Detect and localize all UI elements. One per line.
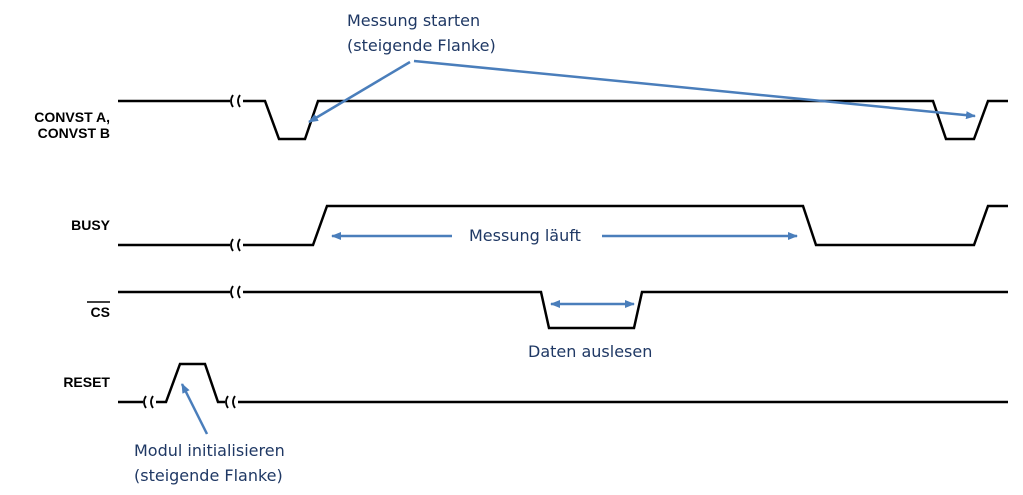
- cs-waveform: [118, 290, 1008, 330]
- running-note: Messung läuft: [469, 226, 581, 245]
- convst-break-mark: [230, 91, 243, 111]
- cs-label: CS: [91, 304, 110, 320]
- cs-break-mark: [230, 282, 243, 302]
- init-note-line1: Modul initialisieren: [134, 441, 285, 460]
- reset-break-mark-1: [143, 392, 156, 412]
- init-note-line2: (steigende Flanke): [134, 466, 283, 485]
- read-note: Daten auslesen: [528, 342, 652, 361]
- convst-label-line2: CONVST B: [38, 125, 110, 141]
- start-note-line1: Messung starten: [347, 11, 480, 30]
- reset-label: RESET: [63, 374, 110, 390]
- init-arrow: [180, 383, 209, 435]
- start-arrow-right: [413, 59, 976, 120]
- start-arrow-left: [308, 60, 411, 124]
- convst-label-line1: CONVST A,: [34, 109, 110, 125]
- convst-waveform: [118, 99, 1008, 141]
- reset-waveform: [118, 362, 1008, 404]
- busy-waveform: [118, 204, 1008, 247]
- start-note-line2: (steigende Flanke): [347, 36, 496, 55]
- busy-break-mark: [230, 235, 243, 255]
- reset-break-mark-2: [225, 392, 238, 412]
- busy-label: BUSY: [71, 217, 111, 233]
